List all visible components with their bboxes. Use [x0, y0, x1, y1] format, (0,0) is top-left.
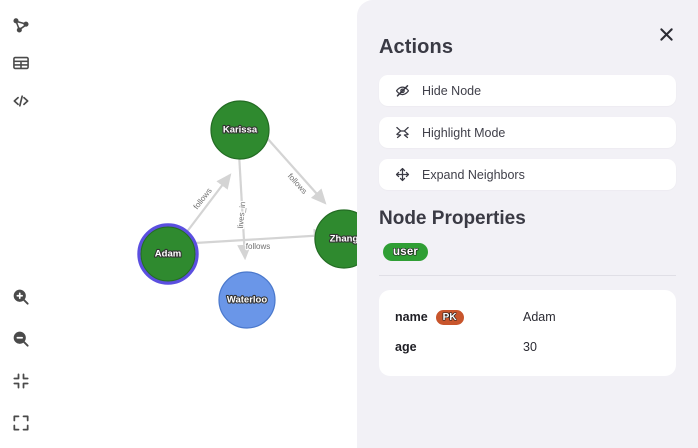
graph-node-adam[interactable]: Adam [137, 223, 199, 285]
highlight-icon [393, 124, 411, 142]
toolbar-bottom-group [6, 282, 36, 438]
graph-view-icon[interactable] [6, 10, 36, 40]
expand-neighbors-label: Expand Neighbors [422, 167, 525, 182]
toolbar-top-group [6, 10, 36, 116]
fit-view-icon[interactable] [6, 366, 36, 396]
node-properties-table: name PK Adam age 30 [379, 290, 676, 376]
property-value: Adam [523, 310, 556, 324]
expand-neighbors-button[interactable]: Expand Neighbors [379, 159, 676, 190]
node-label-zhang: Zhang [330, 234, 359, 245]
highlight-mode-button[interactable]: Highlight Mode [379, 117, 676, 148]
section-divider [379, 275, 676, 276]
close-icon[interactable] [654, 22, 678, 46]
graph-nodes: Karissa Adam Zhang Waterloo [137, 100, 374, 329]
hide-node-button[interactable]: Hide Node [379, 75, 676, 106]
panel-title: Actions [379, 36, 454, 58]
property-key-wrap: name PK [395, 309, 523, 325]
edge-label-adam-zhang: follows [246, 242, 270, 251]
left-toolbar [0, 0, 42, 448]
eye-off-icon [393, 82, 411, 100]
graph-node-karissa[interactable]: Karissa [210, 100, 270, 160]
edge-label-karissa-waterloo: lives_in [236, 201, 247, 228]
pk-badge: PK [435, 309, 464, 325]
table-view-icon[interactable] [6, 48, 36, 78]
status-badge: user [383, 243, 429, 261]
node-details-panel: Actions Hide Node H [357, 0, 698, 448]
property-key: name [395, 310, 428, 324]
fullscreen-icon[interactable] [6, 408, 36, 438]
hide-node-label: Hide Node [422, 83, 482, 98]
node-properties-title: Node Properties [379, 208, 526, 229]
graph-node-waterloo[interactable]: Waterloo [218, 271, 276, 329]
property-key: age [395, 340, 417, 354]
zoom-out-icon[interactable] [6, 324, 36, 354]
node-type-badge-row: user [383, 242, 676, 261]
expand-arrows-icon [393, 166, 411, 184]
table-row: name PK Adam [395, 302, 660, 332]
edge-adam-zhang[interactable] [194, 228, 330, 245]
property-key-wrap: age [395, 340, 523, 354]
highlight-mode-label: Highlight Mode [422, 125, 506, 140]
edge-label-adam-karissa: follows [192, 186, 214, 211]
node-label-karissa: Karissa [223, 125, 258, 136]
node-label-waterloo: Waterloo [227, 295, 267, 306]
zoom-in-icon[interactable] [6, 282, 36, 312]
edge-adam-karissa[interactable] [185, 173, 232, 234]
table-row: age 30 [395, 332, 660, 362]
edge-karissa-zhang[interactable] [258, 128, 327, 205]
code-view-icon[interactable] [6, 86, 36, 116]
edge-label-karissa-zhang: follows [286, 172, 309, 196]
property-value: 30 [523, 340, 537, 354]
node-label-adam: Adam [155, 249, 181, 260]
